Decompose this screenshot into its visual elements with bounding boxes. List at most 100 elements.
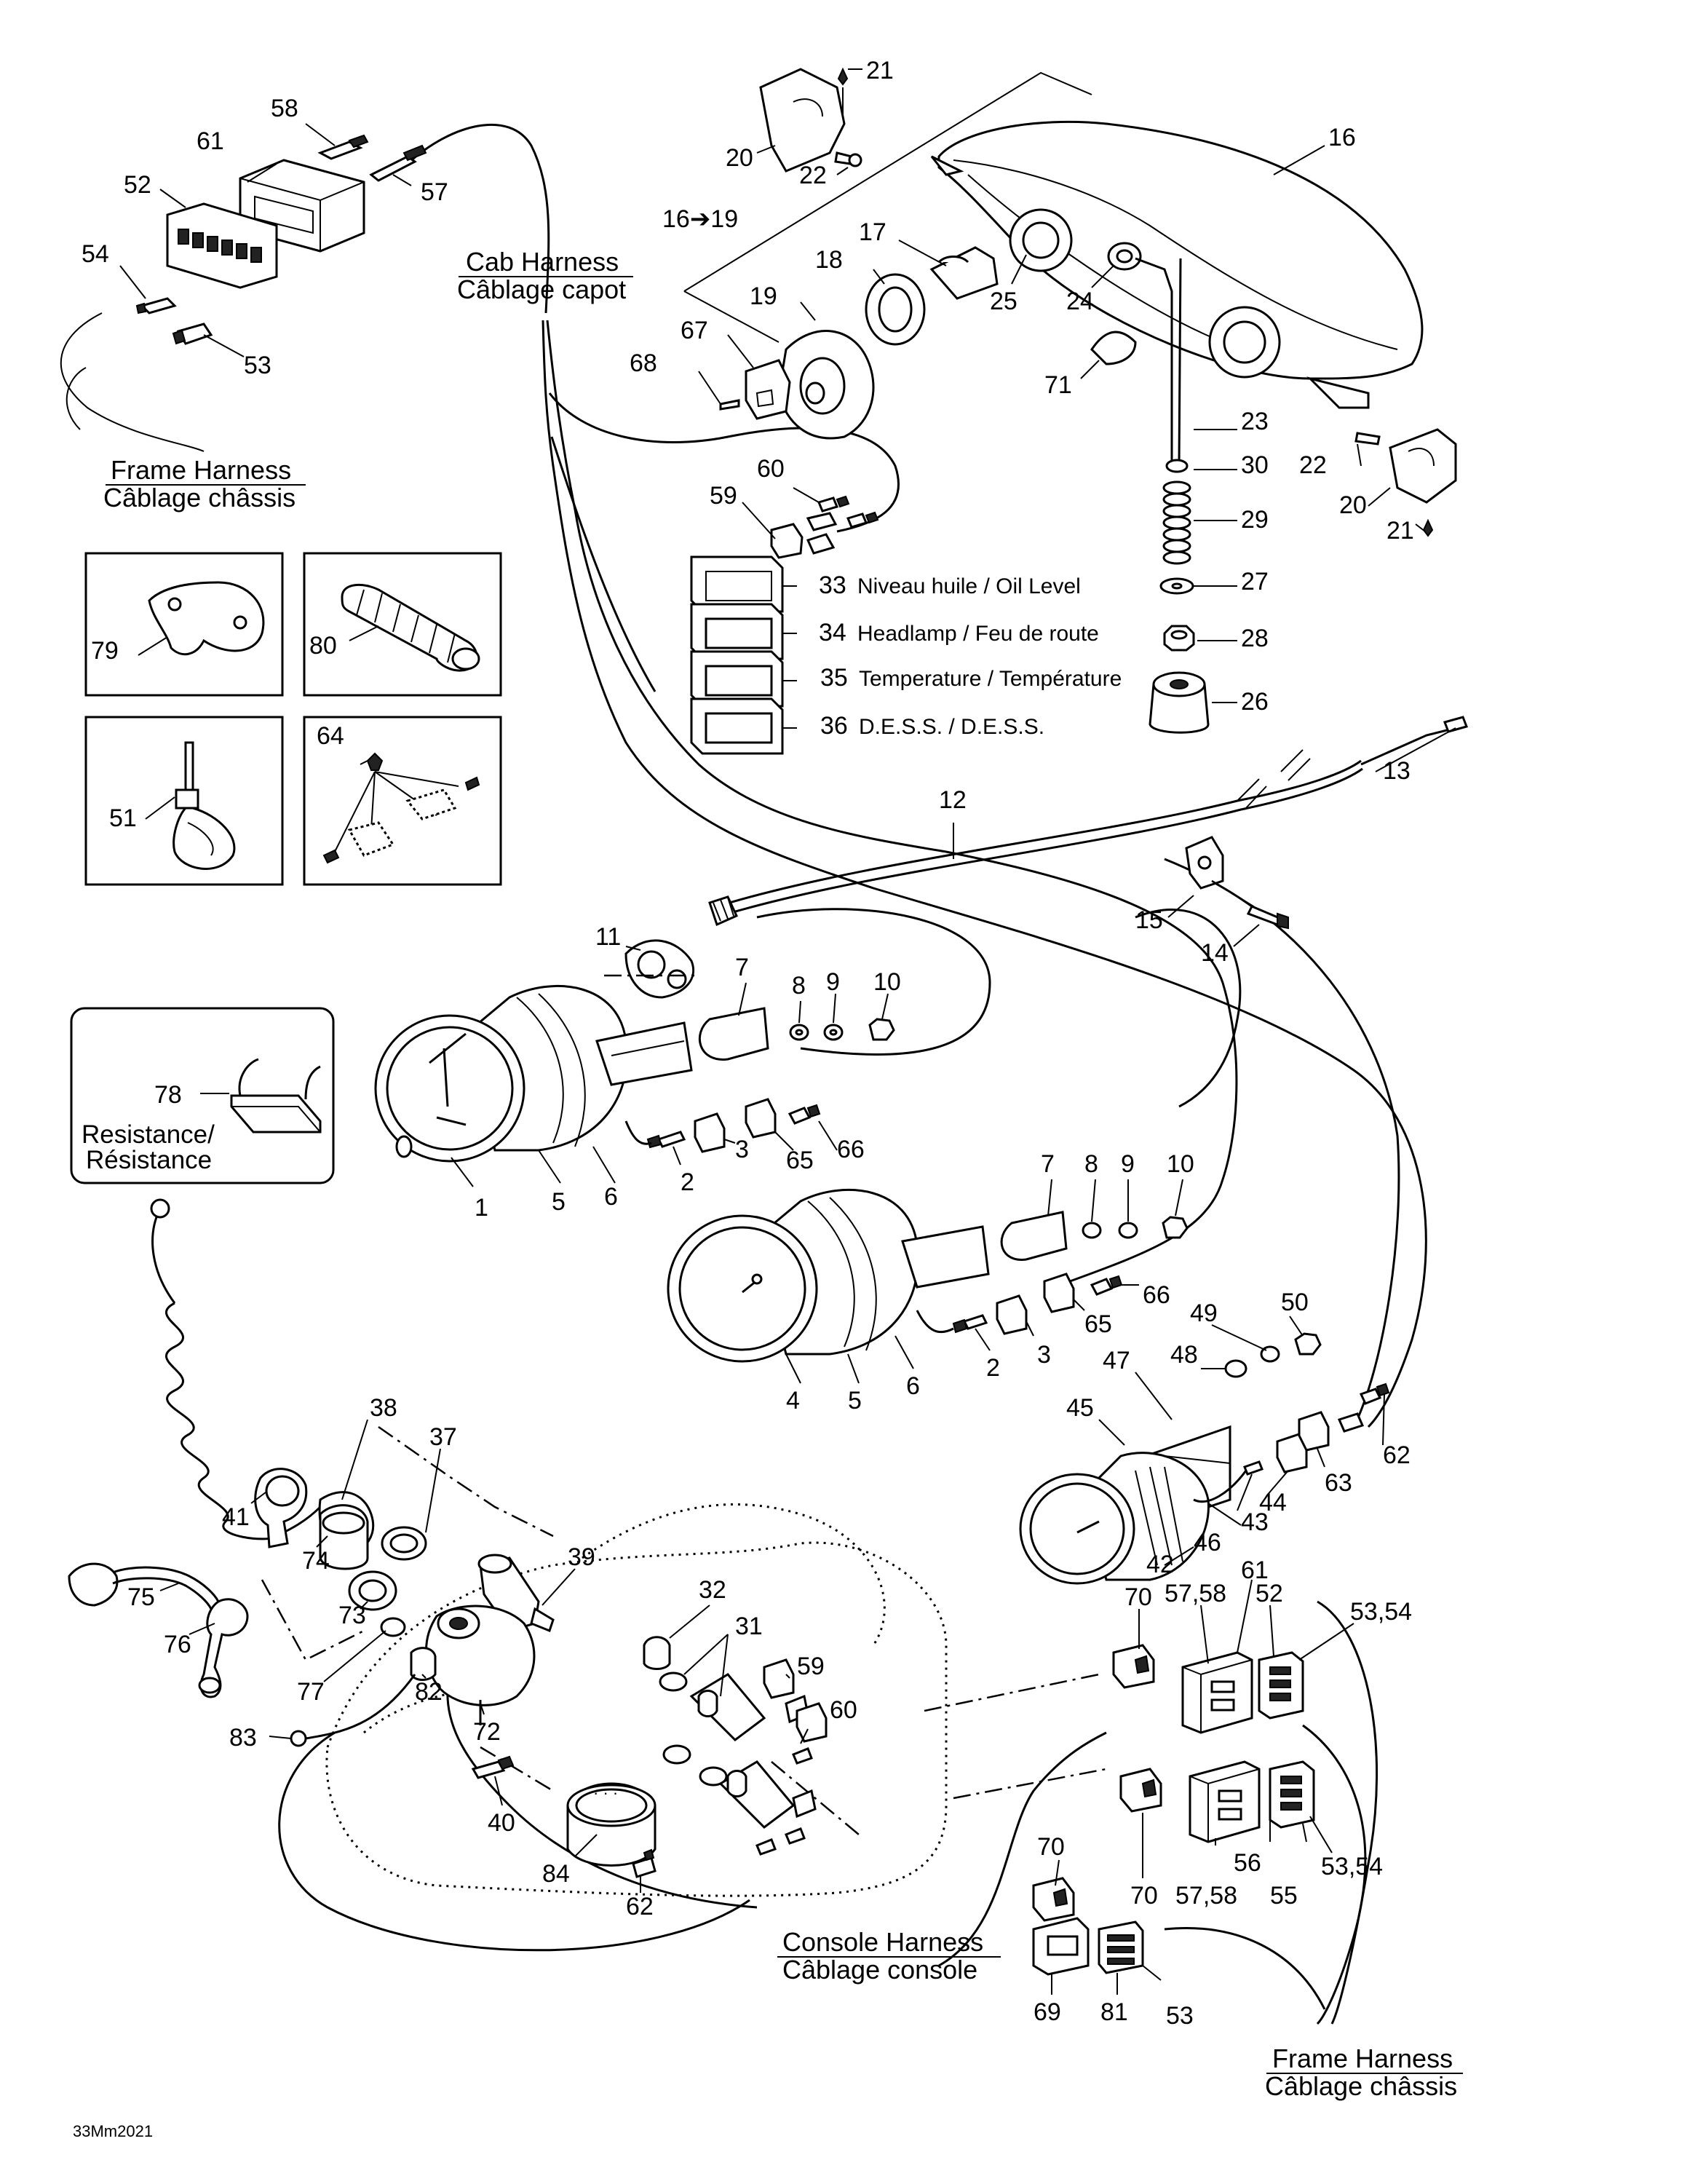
- callout-55: 55: [1270, 1882, 1298, 1910]
- oil-level-label: Niveau huile / Oil Level: [857, 574, 1081, 598]
- callout-26: 26: [1241, 688, 1269, 716]
- callout-53-54a: 53,54: [1350, 1598, 1412, 1626]
- callout-52b: 52: [1255, 1580, 1283, 1607]
- callout-52a: 52: [124, 171, 151, 199]
- gauge-2: [667, 1189, 1189, 1363]
- callout-66a: 66: [837, 1136, 865, 1163]
- callout-22: 22: [799, 162, 827, 189]
- callout-59a: 59: [710, 482, 737, 510]
- callout-78: 78: [154, 1081, 182, 1109]
- callout-6a: 6: [604, 1183, 618, 1211]
- callout-7a: 7: [735, 954, 749, 981]
- frame-harness-label-en: Frame Harness: [111, 455, 291, 485]
- callout-13: 13: [1383, 757, 1411, 785]
- callout-61a: 61: [197, 127, 224, 155]
- callout-46: 46: [1194, 1529, 1221, 1556]
- callout-5a: 5: [552, 1188, 566, 1216]
- callout-23: 23: [1241, 408, 1269, 435]
- callout-62a: 62: [1383, 1441, 1411, 1469]
- callout-40: 40: [488, 1809, 515, 1837]
- gauge-1: [374, 939, 895, 1163]
- callout-45: 45: [1066, 1394, 1094, 1422]
- frame-harness-label-2-en: Frame Harness: [1272, 2043, 1453, 2073]
- connector-parts-top: [66, 134, 427, 430]
- callout-17: 17: [859, 218, 886, 246]
- console-harness-label-fr: Câblage console: [782, 1955, 977, 1985]
- leader-lines: [119, 68, 1456, 1995]
- callout-38: 38: [370, 1394, 397, 1422]
- callout-27: 27: [1241, 568, 1269, 596]
- callout-44: 44: [1259, 1489, 1287, 1516]
- callout-70b: 70: [1130, 1882, 1158, 1910]
- callout-67: 67: [681, 317, 708, 344]
- callout-75: 75: [127, 1583, 155, 1611]
- callout-11: 11: [595, 923, 621, 951]
- switch-34: [690, 603, 784, 660]
- callout-2a: 2: [681, 1168, 694, 1196]
- console-switches: · · ·: [566, 1636, 828, 1878]
- callout-53a: 53: [244, 352, 271, 379]
- speedometer-cable: [708, 716, 1468, 930]
- headlamp-assembly: [683, 67, 1457, 734]
- switch-36: [690, 697, 784, 755]
- callout-21: 21: [866, 57, 894, 84]
- callout-48: 48: [1170, 1341, 1198, 1369]
- resistance-label-fr: Résistance: [86, 1146, 212, 1174]
- callout-80: 80: [309, 632, 337, 660]
- callout-57: 57: [421, 178, 448, 206]
- cab-harness-label-en: Cab Harness: [466, 247, 619, 277]
- callout-32: 32: [699, 1576, 726, 1604]
- wire-harnesses: [60, 123, 1427, 2025]
- callout-36: 36: [820, 712, 848, 740]
- callout-58: 58: [271, 95, 298, 122]
- callout-31: 31: [735, 1613, 763, 1640]
- callout-64: 64: [317, 722, 344, 750]
- callout-42: 42: [1146, 1551, 1174, 1578]
- resistance-box: [70, 1007, 335, 1184]
- callout-numbers: 21 20 22 16 16➔19 17 18 19 25 24 67 68 7…: [82, 57, 1414, 2030]
- callout-54: 54: [82, 240, 109, 268]
- callout-16-19: 16➔19: [662, 205, 738, 233]
- callout-9a: 9: [826, 968, 840, 996]
- callout-53-54b: 53,54: [1321, 1853, 1383, 1880]
- callout-60b: 60: [830, 1696, 857, 1724]
- callout-41: 41: [222, 1503, 250, 1531]
- callout-68: 68: [630, 349, 657, 377]
- cab-harness-label-fr: Câblage capot: [457, 274, 626, 304]
- switch-35: [690, 650, 784, 708]
- callout-51: 51: [109, 804, 137, 832]
- callout-70a: 70: [1124, 1583, 1152, 1611]
- callout-24: 24: [1066, 288, 1094, 315]
- callout-84: 84: [542, 1860, 570, 1888]
- callout-47: 47: [1103, 1347, 1130, 1374]
- callout-57-58a: 57,58: [1165, 1580, 1226, 1607]
- callout-66b: 66: [1143, 1281, 1170, 1309]
- console-harness-label-en: Console Harness: [782, 1927, 983, 1957]
- callout-53b: 53: [1166, 2002, 1194, 2030]
- callout-10a: 10: [873, 968, 901, 996]
- callout-49: 49: [1190, 1299, 1218, 1327]
- lanyard-key: [68, 1198, 555, 1779]
- callout-81: 81: [1100, 1998, 1128, 2026]
- switch-33: [690, 555, 784, 613]
- resistance-label-en: Resistance/: [82, 1120, 215, 1149]
- callout-34: 34: [819, 619, 846, 646]
- callout-12: 12: [939, 786, 967, 814]
- callout-28: 28: [1241, 625, 1269, 652]
- callout-33: 33: [819, 571, 846, 599]
- callout-18: 18: [815, 246, 843, 274]
- callout-7b: 7: [1041, 1150, 1055, 1178]
- gauge-3: [1019, 1332, 1390, 1585]
- callout-19: 19: [750, 282, 777, 310]
- frame-harness-label-fr: Câblage châssis: [103, 483, 295, 513]
- callout-43: 43: [1241, 1508, 1269, 1536]
- callout-15: 15: [1135, 906, 1163, 934]
- callout-82: 82: [415, 1678, 443, 1706]
- callout-8a: 8: [792, 972, 806, 1000]
- callout-3a: 3: [735, 1136, 749, 1163]
- callout-39: 39: [568, 1543, 595, 1571]
- callout-5b: 5: [848, 1387, 862, 1415]
- callout-63: 63: [1325, 1469, 1352, 1497]
- callout-21b: 21: [1387, 517, 1414, 545]
